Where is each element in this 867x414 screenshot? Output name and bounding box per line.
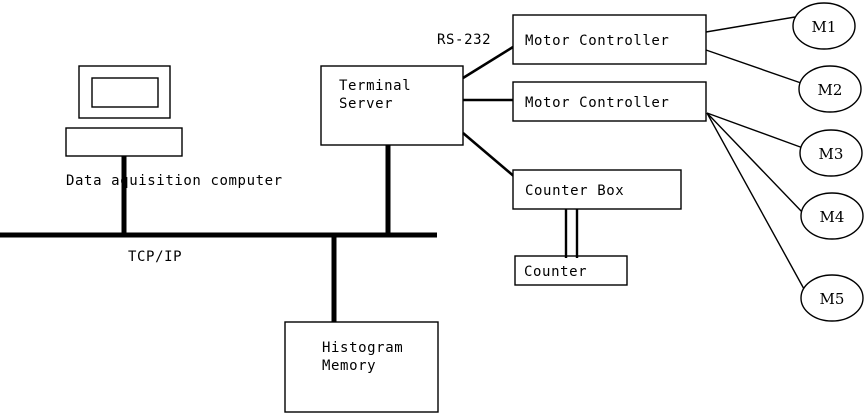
rs232-label: RS-232: [437, 32, 491, 48]
terminal-server-label-line1: Terminal: [339, 78, 411, 94]
counter-label: Counter: [524, 264, 587, 280]
terminal-server-label-line2: Server: [339, 96, 393, 112]
motor-m3-ellipse: [799, 129, 863, 177]
histogram-memory-box: [284, 321, 439, 413]
tcpip-label: TCP/IP: [128, 249, 182, 265]
motor-m3-label: M3: [819, 145, 844, 163]
motor-controller-2-to-m4-link: [706, 112, 805, 215]
motor-m1-label: M1: [812, 18, 837, 36]
motor-m4-ellipse: [800, 192, 864, 240]
computer-caption-label: Data aquisition computer: [66, 173, 283, 189]
motor-controller-2-to-m3-link: [706, 112, 804, 149]
counter-box-label: Counter Box: [525, 183, 624, 199]
motor-controller-2-label: Motor Controller: [525, 95, 669, 111]
counter-box-box: [512, 169, 682, 210]
counter-box: [514, 255, 628, 286]
motor-controller-2-box: [512, 81, 707, 122]
motor-m1-ellipse: [792, 2, 856, 50]
motor-m5-label: M5: [820, 290, 845, 308]
motor-m4-label: M4: [820, 208, 845, 226]
motor-m5-ellipse: [800, 274, 864, 322]
motor-controller-1-to-m2-link: [705, 49, 802, 84]
histogram-memory-label-line1: Histogram: [322, 340, 403, 356]
motor-controller-1-label: Motor Controller: [525, 33, 669, 49]
computer-base-unit: [65, 127, 183, 157]
motor-controller-2-to-m5-link: [706, 112, 805, 290]
motor-m2-label: M2: [818, 81, 843, 99]
motor-m2-ellipse: [798, 65, 862, 113]
motor-controller-1-box: [512, 14, 707, 65]
terminal-server-box: [320, 65, 464, 146]
monitor-screen: [91, 77, 159, 108]
terminal-server-to-counter-box-link: [462, 132, 517, 179]
histogram-memory-label-line2: Memory: [322, 358, 376, 374]
motor-controller-1-to-m1-link: [705, 16, 796, 33]
terminal-server-to-motor-controller-1-link: [462, 45, 514, 80]
